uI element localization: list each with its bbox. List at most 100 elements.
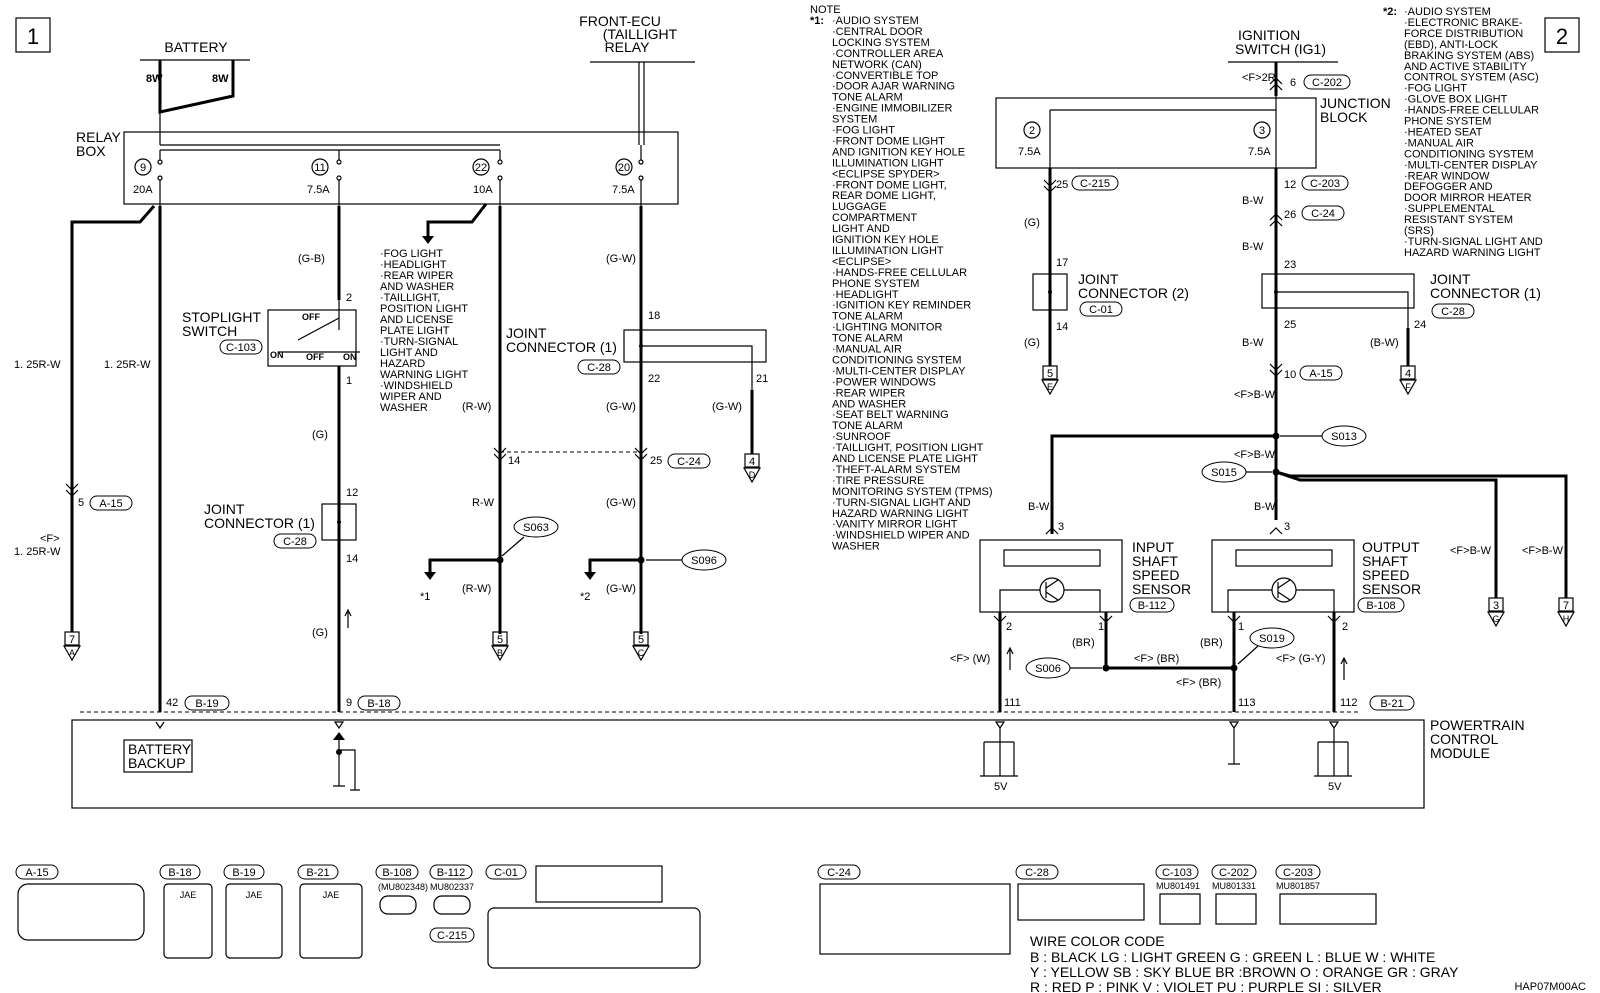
fuse-9: 9 20A: [133, 150, 163, 206]
pin-14b: 14: [508, 455, 520, 467]
svg-text:C-24: C-24: [827, 867, 851, 879]
svg-text:B-108: B-108: [382, 867, 411, 879]
wire-g-1: (G): [312, 429, 328, 441]
splice-s019: S019: [1259, 633, 1285, 645]
wire-g-4: (G): [1024, 337, 1040, 349]
svg-text:BATTERY: BATTERY: [128, 741, 192, 757]
wire-rw-3: (R-W): [462, 583, 491, 595]
svg-text:3: 3: [1259, 125, 1265, 137]
pcm-label-3: MODULE: [1430, 745, 1490, 761]
svg-text:C-01: C-01: [494, 867, 518, 879]
conn-b18-label: B-18: [367, 698, 390, 710]
pin-2: 2: [346, 292, 352, 304]
wire-gb: (G-B): [298, 253, 325, 265]
joint-connector-1c: [1261, 273, 1415, 309]
note2-item: PHONE SYSTEM: [1404, 116, 1491, 128]
conn-b21-label: B-21: [1380, 698, 1403, 710]
stoplight-label-1: STOPLIGHT: [182, 309, 262, 325]
svg-text:10A: 10A: [473, 184, 493, 196]
pin-24: 24: [1414, 319, 1426, 331]
wire-gw-5: (G-W): [606, 583, 636, 595]
bw-paren: (B-W): [1370, 337, 1399, 349]
wire-8w-b: 8W: [212, 73, 229, 85]
star2-label: *2: [580, 591, 590, 603]
connector-b18: B-18 JAE: [159, 864, 213, 959]
svg-text:JOINT: JOINT: [506, 325, 547, 341]
note1-item: CONDITIONING SYSTEM: [832, 354, 962, 366]
ground-tag-d: 4D: [742, 453, 762, 484]
pin-1b: 1: [1238, 621, 1244, 633]
fbr-2: <F> (BR): [1176, 677, 1221, 689]
pin-14a: 14: [346, 553, 358, 565]
note1-item: NETWORK (CAN): [832, 59, 922, 71]
note1-item: ·MANUAL AIR: [832, 344, 902, 356]
note-title: NOTE: [810, 4, 841, 16]
wire-gw-3: (G-W): [712, 401, 742, 413]
svg-text:C: C: [638, 648, 645, 658]
junction-block: [995, 97, 1317, 169]
pin-17: 17: [1056, 257, 1068, 269]
svg-text:SENSOR: SENSOR: [1132, 581, 1191, 597]
front-ecu-label-1: FRONT-ECU: [579, 13, 661, 29]
conn-c202-label: C-202: [1312, 77, 1342, 89]
fuse22-target-item: ·TURN-SIGNAL: [380, 336, 458, 348]
wire-gw-1: (G-W): [606, 253, 636, 265]
wire-gw-2: (G-W): [606, 401, 636, 413]
svg-text:B-21: B-21: [306, 867, 329, 879]
note1-item: AND LICENSE PLATE LIGHT: [832, 453, 978, 465]
note2-item: AND ACTIVE STABILITY: [1404, 61, 1527, 73]
note1-item: ·FRONT DOME LIGHT: [832, 135, 945, 147]
pin-23: 23: [1284, 259, 1296, 271]
note1-item: ·ENGINE IMMOBILIZER: [832, 103, 952, 115]
ground-tag-f: 4F: [1398, 365, 1418, 396]
note1-item: AND WASHER: [832, 398, 906, 410]
note1-item: <ECLIPSE SPYDER>: [832, 168, 940, 180]
note1-item: ·POWER WINDOWS: [832, 376, 936, 388]
page-number-1: 1: [27, 24, 39, 49]
note1-item: ·DOOR AJAR WARNING: [832, 81, 955, 93]
note1-item: ·FRONT DOME LIGHT,: [832, 179, 947, 191]
note1-item: ·FOG LIGHT: [832, 125, 895, 137]
note2-item: RESISTANT SYSTEM: [1404, 214, 1513, 226]
connector-c203: C-203 MU801857: [1275, 864, 1377, 925]
svg-text:G: G: [1492, 614, 1499, 624]
page-number-box-2: [1544, 17, 1580, 53]
pin-9: 9: [346, 697, 352, 709]
connector-c28: C-28: [1015, 864, 1145, 921]
bw-3: B-W: [1242, 337, 1264, 349]
svg-text:CONNECTOR (2): CONNECTOR (2): [1078, 285, 1189, 301]
fuse22-target-item: WIPER AND: [380, 391, 442, 403]
svg-text:C-202: C-202: [1219, 867, 1249, 879]
svg-text:MU802337: MU802337: [430, 882, 474, 892]
svg-text:4: 4: [1405, 368, 1411, 380]
battery-label: BATTERY: [164, 39, 228, 55]
svg-text:B-112: B-112: [437, 867, 466, 879]
svg-text:20A: 20A: [133, 184, 153, 196]
svg-text:SHAFT: SHAFT: [1132, 553, 1178, 569]
connector-b108: B-108 (MU802348): [375, 864, 428, 915]
pin-12b: 12: [1284, 179, 1296, 191]
connector-b21: B-21 JAE: [297, 864, 363, 959]
svg-text:CONNECTOR (1): CONNECTOR (1): [506, 339, 617, 355]
pin-10: 10: [1284, 369, 1296, 381]
fuse22-target-item: ·TAILLIGHT,: [380, 292, 440, 304]
page-number-2: 2: [1556, 24, 1568, 49]
stoplight-label-2: SWITCH: [182, 323, 237, 339]
note-star2: *2:: [1383, 6, 1397, 18]
fuse22-target-item: HAZARD: [380, 358, 425, 370]
note2-item: DEFOGGER AND: [1404, 181, 1493, 193]
connector-a15: A-15: [15, 864, 145, 941]
joint-connector-2: [1032, 273, 1068, 311]
fuse22-target-item: ·WINDSHIELD: [380, 380, 453, 392]
svg-text:BLOCK: BLOCK: [1320, 109, 1368, 125]
note2-item: ·REAR WINDOW: [1404, 170, 1490, 182]
note1-item: ·SEAT BELT WARNING: [832, 409, 949, 421]
note2-item: DOOR MIRROR HEATER: [1404, 192, 1532, 204]
wire-code-row-2: Y : YELLOW SB : SKY BLUE BR :BROWN O : O…: [1030, 964, 1459, 980]
note1-item: ·CONVERTIBLE TOP: [832, 70, 938, 82]
ground-tag-a: 7A: [62, 631, 82, 662]
note2-item: ·FOG LIGHT: [1404, 83, 1467, 95]
